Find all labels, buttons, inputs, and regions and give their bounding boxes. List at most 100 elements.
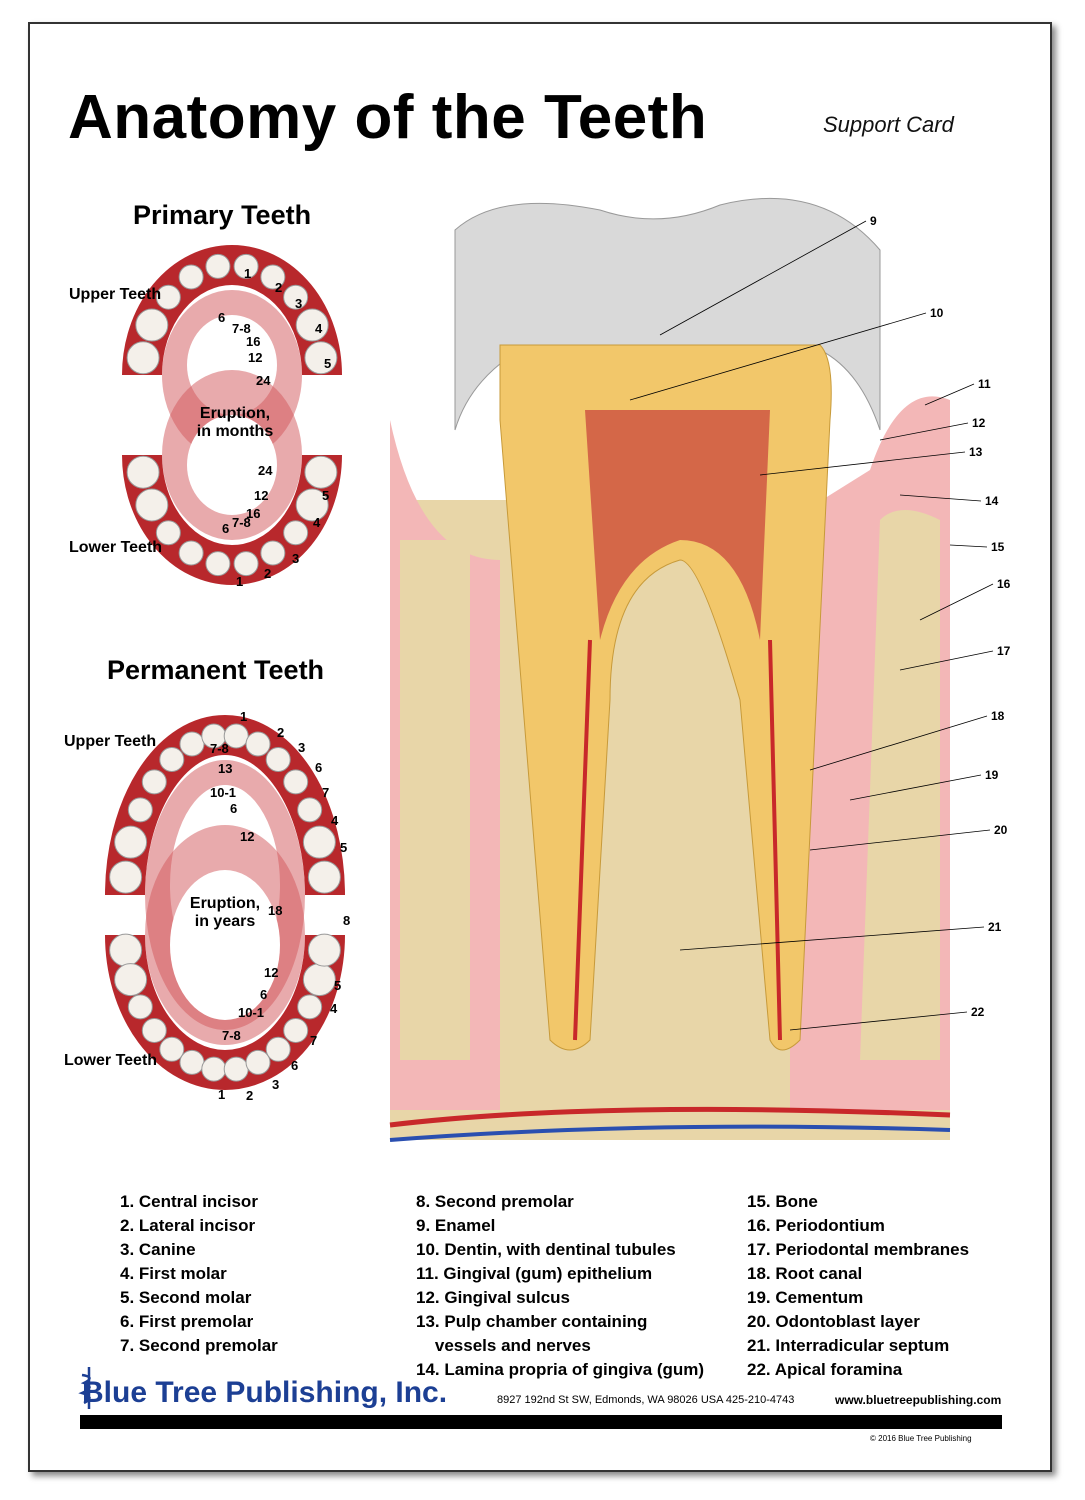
diagram-label: 19 [985,768,999,782]
leader-line [809,829,991,851]
eruption-label: 5 [340,840,347,855]
diagram-label: 17 [997,644,1011,658]
eruption-label: 5 [322,488,329,503]
eruption-label: 7 [310,1033,317,1048]
permanent-teeth-heading: Permanent Teeth [107,655,325,685]
tooth-icon [126,455,160,489]
legend-item: 6. First premolar [120,1312,254,1331]
eruption-label: 10-1 [238,1005,264,1020]
tooth-icon [135,488,169,522]
leader-line [759,451,966,476]
eruption-label: 6 [230,801,237,816]
tooth-icon [141,1017,167,1043]
leader-line [919,583,994,621]
legend-item: 22. Apical foramina [747,1360,903,1379]
pulp-chamber [585,410,770,640]
eruption-label: 1 [236,574,243,589]
legend-item: 13. Pulp chamber containing [416,1312,648,1331]
diagram-label: 11 [978,377,991,391]
bone-left [400,540,470,1060]
legend-item: 16. Periodontium [747,1216,885,1235]
tooth-icon [178,264,204,290]
legend-item: 9. Enamel [416,1216,496,1235]
tooth-icon [126,341,160,375]
legend-item: 10. Dentin, with dentinal tubules [416,1240,676,1259]
primary-lower-label: Lower Teeth [69,539,163,556]
leader-line [629,312,927,401]
diagram-label: 12 [972,416,986,430]
legend-item: 21. Interradicular septum [747,1336,950,1355]
tooth-icon [127,994,153,1020]
legend-item: 8. Second premolar [416,1192,574,1211]
eruption-label: 13 [218,761,232,776]
diagram-label: 21 [988,920,1002,934]
permanent-lower-label: Lower Teeth [64,1052,158,1069]
primary-eruption-label: Eruption,in months [196,405,274,440]
tooth-icon [302,825,336,859]
eruption-label: 12 [240,829,254,844]
legend-item: 17. Periodontal membranes [747,1240,970,1259]
legend-item: 5. Second molar [120,1288,252,1307]
eruption-label: 16 [246,334,260,349]
eruption-label: 12 [254,488,268,503]
tooth-icon [114,963,148,997]
leader-line [899,494,982,502]
eruption-label: 4 [330,1001,338,1016]
diagram-label: 14 [985,494,999,508]
tooth-icon [245,731,271,757]
tooth-icon [265,747,291,773]
diagram-label: 20 [994,823,1008,837]
vein [389,1124,951,1142]
diagram-label: 13 [969,445,983,459]
tooth-icon [135,308,169,342]
legend-item: 20. Odontoblast layer [747,1312,920,1331]
eruption-label: 1 [240,709,247,724]
tooth-icon [307,860,341,894]
legend-item: 18. Root canal [747,1264,863,1283]
legend-item: 12. Gingival sulcus [416,1288,571,1307]
tooth-icon [205,253,231,279]
eruption-label: 1 [244,266,251,281]
artery [389,1106,951,1128]
eruption-label: 5 [334,978,341,993]
primary-teeth-heading: Primary Teeth [133,200,312,230]
tooth-icon [114,825,148,859]
tooth-icon [155,520,181,546]
eruption-label: 2 [246,1088,253,1103]
eruption-label: 12 [264,965,278,980]
eruption-label: 2 [275,280,282,295]
eruption-label: 6 [291,1058,298,1073]
legend-item: 15. Bone [747,1192,818,1211]
diagram-label: 10 [930,306,944,320]
legend-item: 19. Cementum [747,1288,864,1307]
eruption-label: 3 [272,1077,279,1092]
tooth-icon [127,797,153,823]
tooth-icon [159,747,185,773]
eruption-label: 7 [322,785,329,800]
subtitle: Support Card [823,112,954,137]
tooth-icon [233,253,259,279]
footer-bar [80,1415,1002,1429]
tooth-icon [283,769,309,795]
publisher-website[interactable]: www.bluetreepublishing.com [835,1393,1002,1407]
tooth-icon [245,1049,271,1075]
tooth-icon [295,308,329,342]
tooth-icon [260,540,286,566]
eruption-label: 18 [268,903,282,918]
eruption-label: 12 [248,350,262,365]
tooth-icon [304,455,338,489]
diagram-label: 9 [870,214,877,228]
legend-item: 3. Canine [120,1240,196,1259]
diagram-label: 18 [991,709,1005,723]
eruption-label: 24 [256,373,271,388]
tooth-icon [205,551,231,577]
tree-icon [78,1367,91,1409]
leader-line [789,1011,968,1031]
tooth-icon [283,284,309,310]
primary-lower-jaw [122,370,342,585]
copyright: © 2016 Blue Tree Publishing [870,1434,972,1443]
legend-column-3: 15. Bone 16. Periodontium 17. Periodontal … [747,1190,969,1382]
